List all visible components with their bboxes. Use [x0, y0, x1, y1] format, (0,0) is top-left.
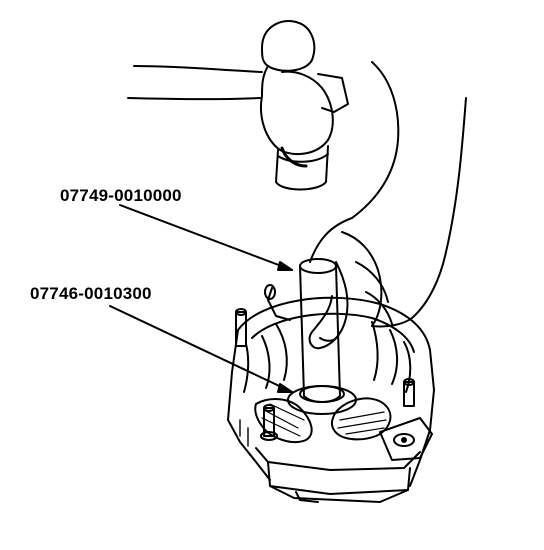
- leader-driver: [119, 204, 293, 271]
- leader-lines: [109, 204, 293, 393]
- driver-tool: [299, 258, 341, 403]
- hammer-icon: [127, 20, 349, 191]
- callout-driver-part-number: 07749-0010000: [60, 186, 182, 205]
- hand-icon: [308, 61, 467, 350]
- arrowhead-attachment: [277, 383, 293, 393]
- arrowhead-driver: [277, 261, 293, 271]
- alternator-housing: [227, 284, 435, 503]
- callout-attachment-part-number: 07746-0010300: [30, 284, 152, 303]
- leader-attachment: [109, 305, 293, 393]
